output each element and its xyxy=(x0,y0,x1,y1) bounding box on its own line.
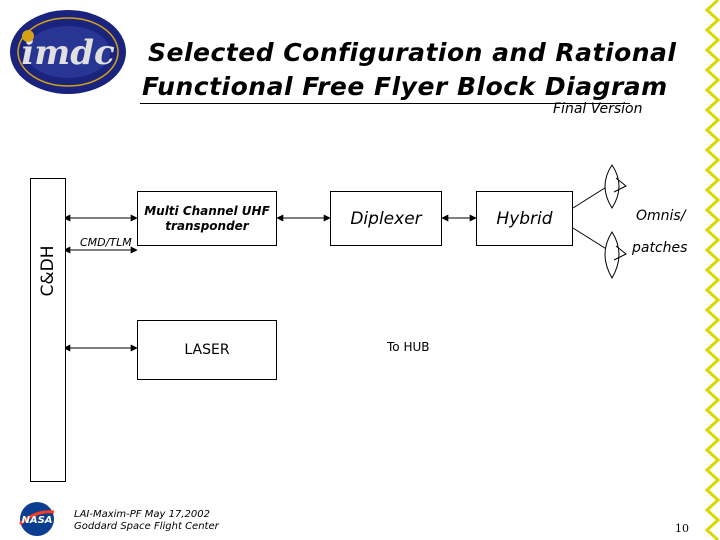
diplexer-block: Diplexer xyxy=(330,191,442,246)
uhf-block-line-1: Multi Channel UHF xyxy=(144,203,270,218)
cdh-block: C&DH xyxy=(30,178,66,482)
laser-label: LASER xyxy=(184,342,230,358)
antenna-bottom xyxy=(604,231,620,279)
hybrid-label: Hybrid xyxy=(496,208,553,229)
title-line-2: Functional Free Flyer Block Diagram xyxy=(142,72,668,101)
link-hybrid-antenna-bottom xyxy=(572,227,609,251)
uhf-transponder-block: Multi Channel UHF transponder xyxy=(137,191,277,246)
uhf-block-line-2: transponder xyxy=(165,218,249,233)
nasa-logo: NASA xyxy=(19,502,55,536)
antenna-label-line-2: patches xyxy=(632,240,688,256)
imdc-logo: imdc xyxy=(10,10,126,94)
diplexer-label: Diplexer xyxy=(350,208,422,229)
zigzag-border xyxy=(704,0,720,540)
cdh-label: C&DH xyxy=(38,245,58,297)
logo-center-text: imdc xyxy=(21,33,115,73)
version-label: Final Version xyxy=(553,101,643,117)
title-line-1: Selected Configuration and Rational xyxy=(148,38,677,67)
hybrid-block: Hybrid xyxy=(476,191,573,246)
antenna-top xyxy=(604,164,620,209)
laser-block: LASER xyxy=(137,320,277,380)
footer-line-2: Goddard Space Flight Center xyxy=(74,521,219,532)
title-underline xyxy=(140,103,630,104)
page-number: 10 xyxy=(675,522,689,535)
to-hub-label: To HUB xyxy=(387,340,430,354)
link-hybrid-antenna-top xyxy=(572,185,609,209)
cmd-tlm-label: CMD/TLM xyxy=(80,236,132,249)
footer-line-1: LAI-Maxim-PF May 17,2002 xyxy=(74,509,210,520)
nasa-logo-text: NASA xyxy=(21,515,52,526)
antenna-label-line-1: Omnis/ xyxy=(636,208,686,224)
